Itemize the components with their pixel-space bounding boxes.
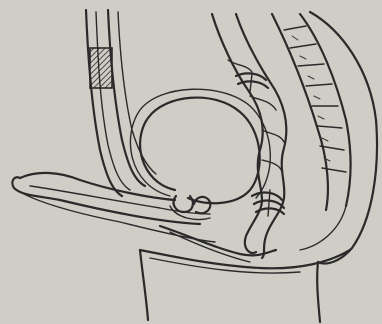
bladder: [130, 89, 270, 203]
rectum: [212, 14, 286, 258]
ligature-upper: [236, 73, 268, 92]
hatched-segment: [90, 48, 112, 88]
penis-outline: [12, 173, 215, 242]
posterior-outline: [300, 12, 377, 263]
